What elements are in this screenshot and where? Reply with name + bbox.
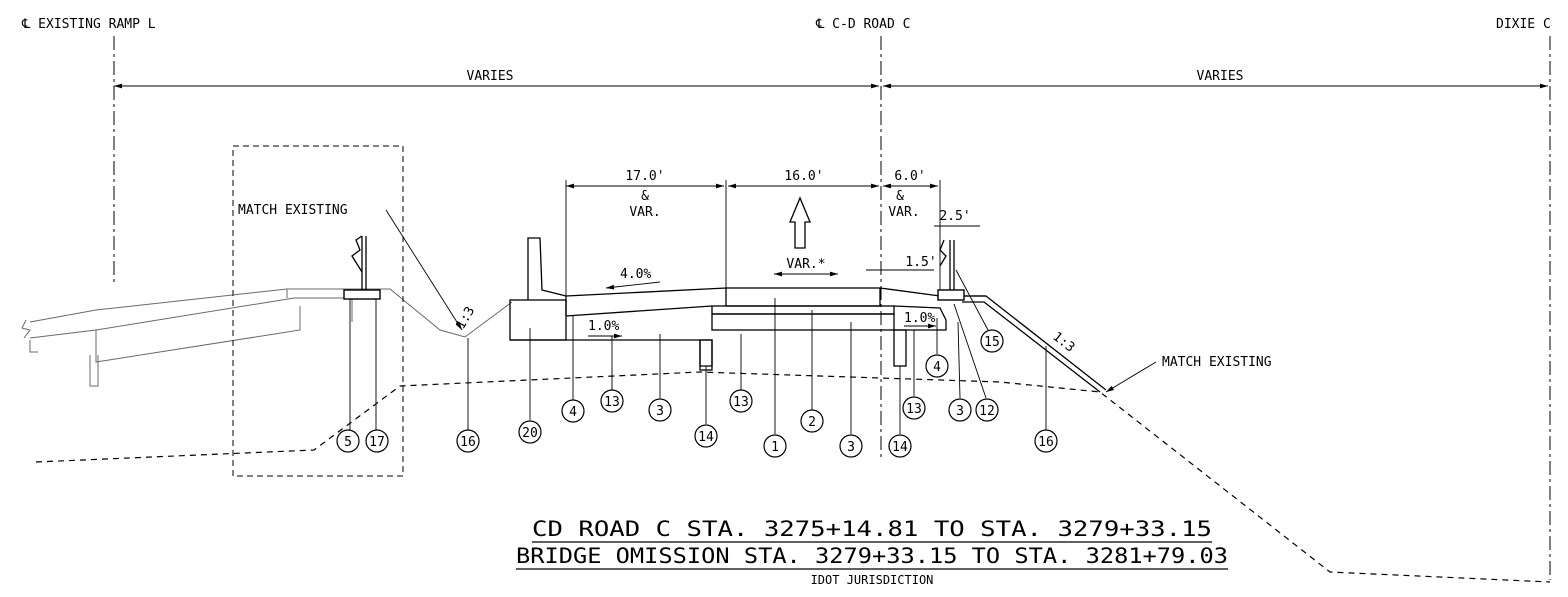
svg-text:16: 16 [460,435,476,450]
svg-text:4: 4 [933,360,941,375]
dimension-6-amp: & [896,189,904,204]
callout-4-right: 4 [925,354,949,378]
dimension-varies-left: VARIES [467,69,514,84]
svg-text:12: 12 [979,404,995,419]
svg-text:5: 5 [344,435,352,450]
dimension-17-amp: & [641,189,649,204]
callout-14-right: 14 [888,434,912,458]
svg-text:3: 3 [956,404,964,419]
note-match-existing-left: MATCH EXISTING [238,203,348,218]
callout-13-center: 13 [729,389,753,413]
slope-1-3-left: 1:3 [453,304,478,332]
right-slope-top [964,295,1107,391]
slope-1-0-left: 1.0% [588,319,619,334]
callout-12: 12 [975,398,999,422]
centerline-label-cd-road-c: ℄ C-D ROAD C [815,17,910,32]
svg-text:3: 3 [847,440,855,455]
callout-13-left: 13 [600,389,624,413]
callout-16-left: 16 [456,429,480,453]
slope-1-3-right: 1:3 [1050,329,1078,355]
svg-text:15: 15 [984,335,1000,350]
title-line-1: CD ROAD C STA. 3275+14.81 TO STA. 3279+3… [532,517,1212,541]
callout-16-right: 16 [1034,429,1058,453]
leader-match-existing-left [385,209,463,331]
dimension-6: 6.0' [894,169,925,184]
callout-20: 20 [518,420,542,444]
traffic-direction-arrow-icon [789,196,811,249]
svg-text:2: 2 [808,415,816,430]
callout-2: 2 [800,409,824,433]
callout-1: 1 [763,434,787,458]
callout-5: 5 [336,429,360,453]
existing-ramp-structure [21,288,513,387]
centerline-label-ramp-l: ℄ EXISTING RAMP L [21,17,156,32]
svg-text:14: 14 [892,440,908,455]
slope-arrow-4-0 [605,281,661,290]
dimension-2-5: 2.5' [939,209,970,224]
callout-leaders [467,269,1047,434]
svg-text:16: 16 [1038,435,1054,450]
callout-17: 17 [365,429,389,453]
svg-text:20: 20 [522,426,538,441]
svg-text:13: 13 [906,402,922,417]
svg-text:13: 13 [733,395,749,410]
callout-3-center: 3 [839,434,863,458]
dimension-var-star: VAR.* [786,257,825,272]
right-guardrail [937,239,965,301]
dimension-1-5: 1.5' [905,255,936,270]
note-match-existing-right: MATCH EXISTING [1162,355,1272,370]
centerline-label-dixie: DIXIE C [1496,17,1551,32]
title-line-2: BRIDGE OMISSION STA. 3279+33.15 TO STA. … [516,544,1228,568]
left-guardrail [343,235,381,430]
title-jurisdiction: IDOT JURISDICTION [811,573,934,587]
right-slope-bottom [962,301,1101,393]
left-barrier [509,237,567,341]
svg-text:17: 17 [369,435,385,450]
leader-match-existing-right [1105,361,1157,393]
svg-text:1: 1 [771,440,779,455]
dimension-17: 17.0' [625,169,664,184]
callout-4-left: 4 [561,399,585,423]
dimension-16: 16.0' [784,169,823,184]
svg-text:3: 3 [656,404,664,419]
svg-text:4: 4 [569,405,577,420]
cd-road-c-pavement [510,287,986,371]
svg-text:14: 14 [698,430,714,445]
callout-3-right: 3 [948,398,972,422]
dimension-17-var: VAR. [629,205,660,220]
slope-1-0-right: 1.0% [904,311,935,326]
svg-text:13: 13 [604,395,620,410]
callout-14-left: 14 [694,424,718,448]
slope-4-0: 4.0% [620,267,651,282]
callout-15: 15 [980,329,1004,353]
callout-13-right: 13 [902,396,926,420]
dimension-6-var: VAR. [888,205,919,220]
dimension-varies-right: VARIES [1197,69,1244,84]
match-existing-box [232,145,404,477]
callout-3-left: 3 [648,398,672,422]
